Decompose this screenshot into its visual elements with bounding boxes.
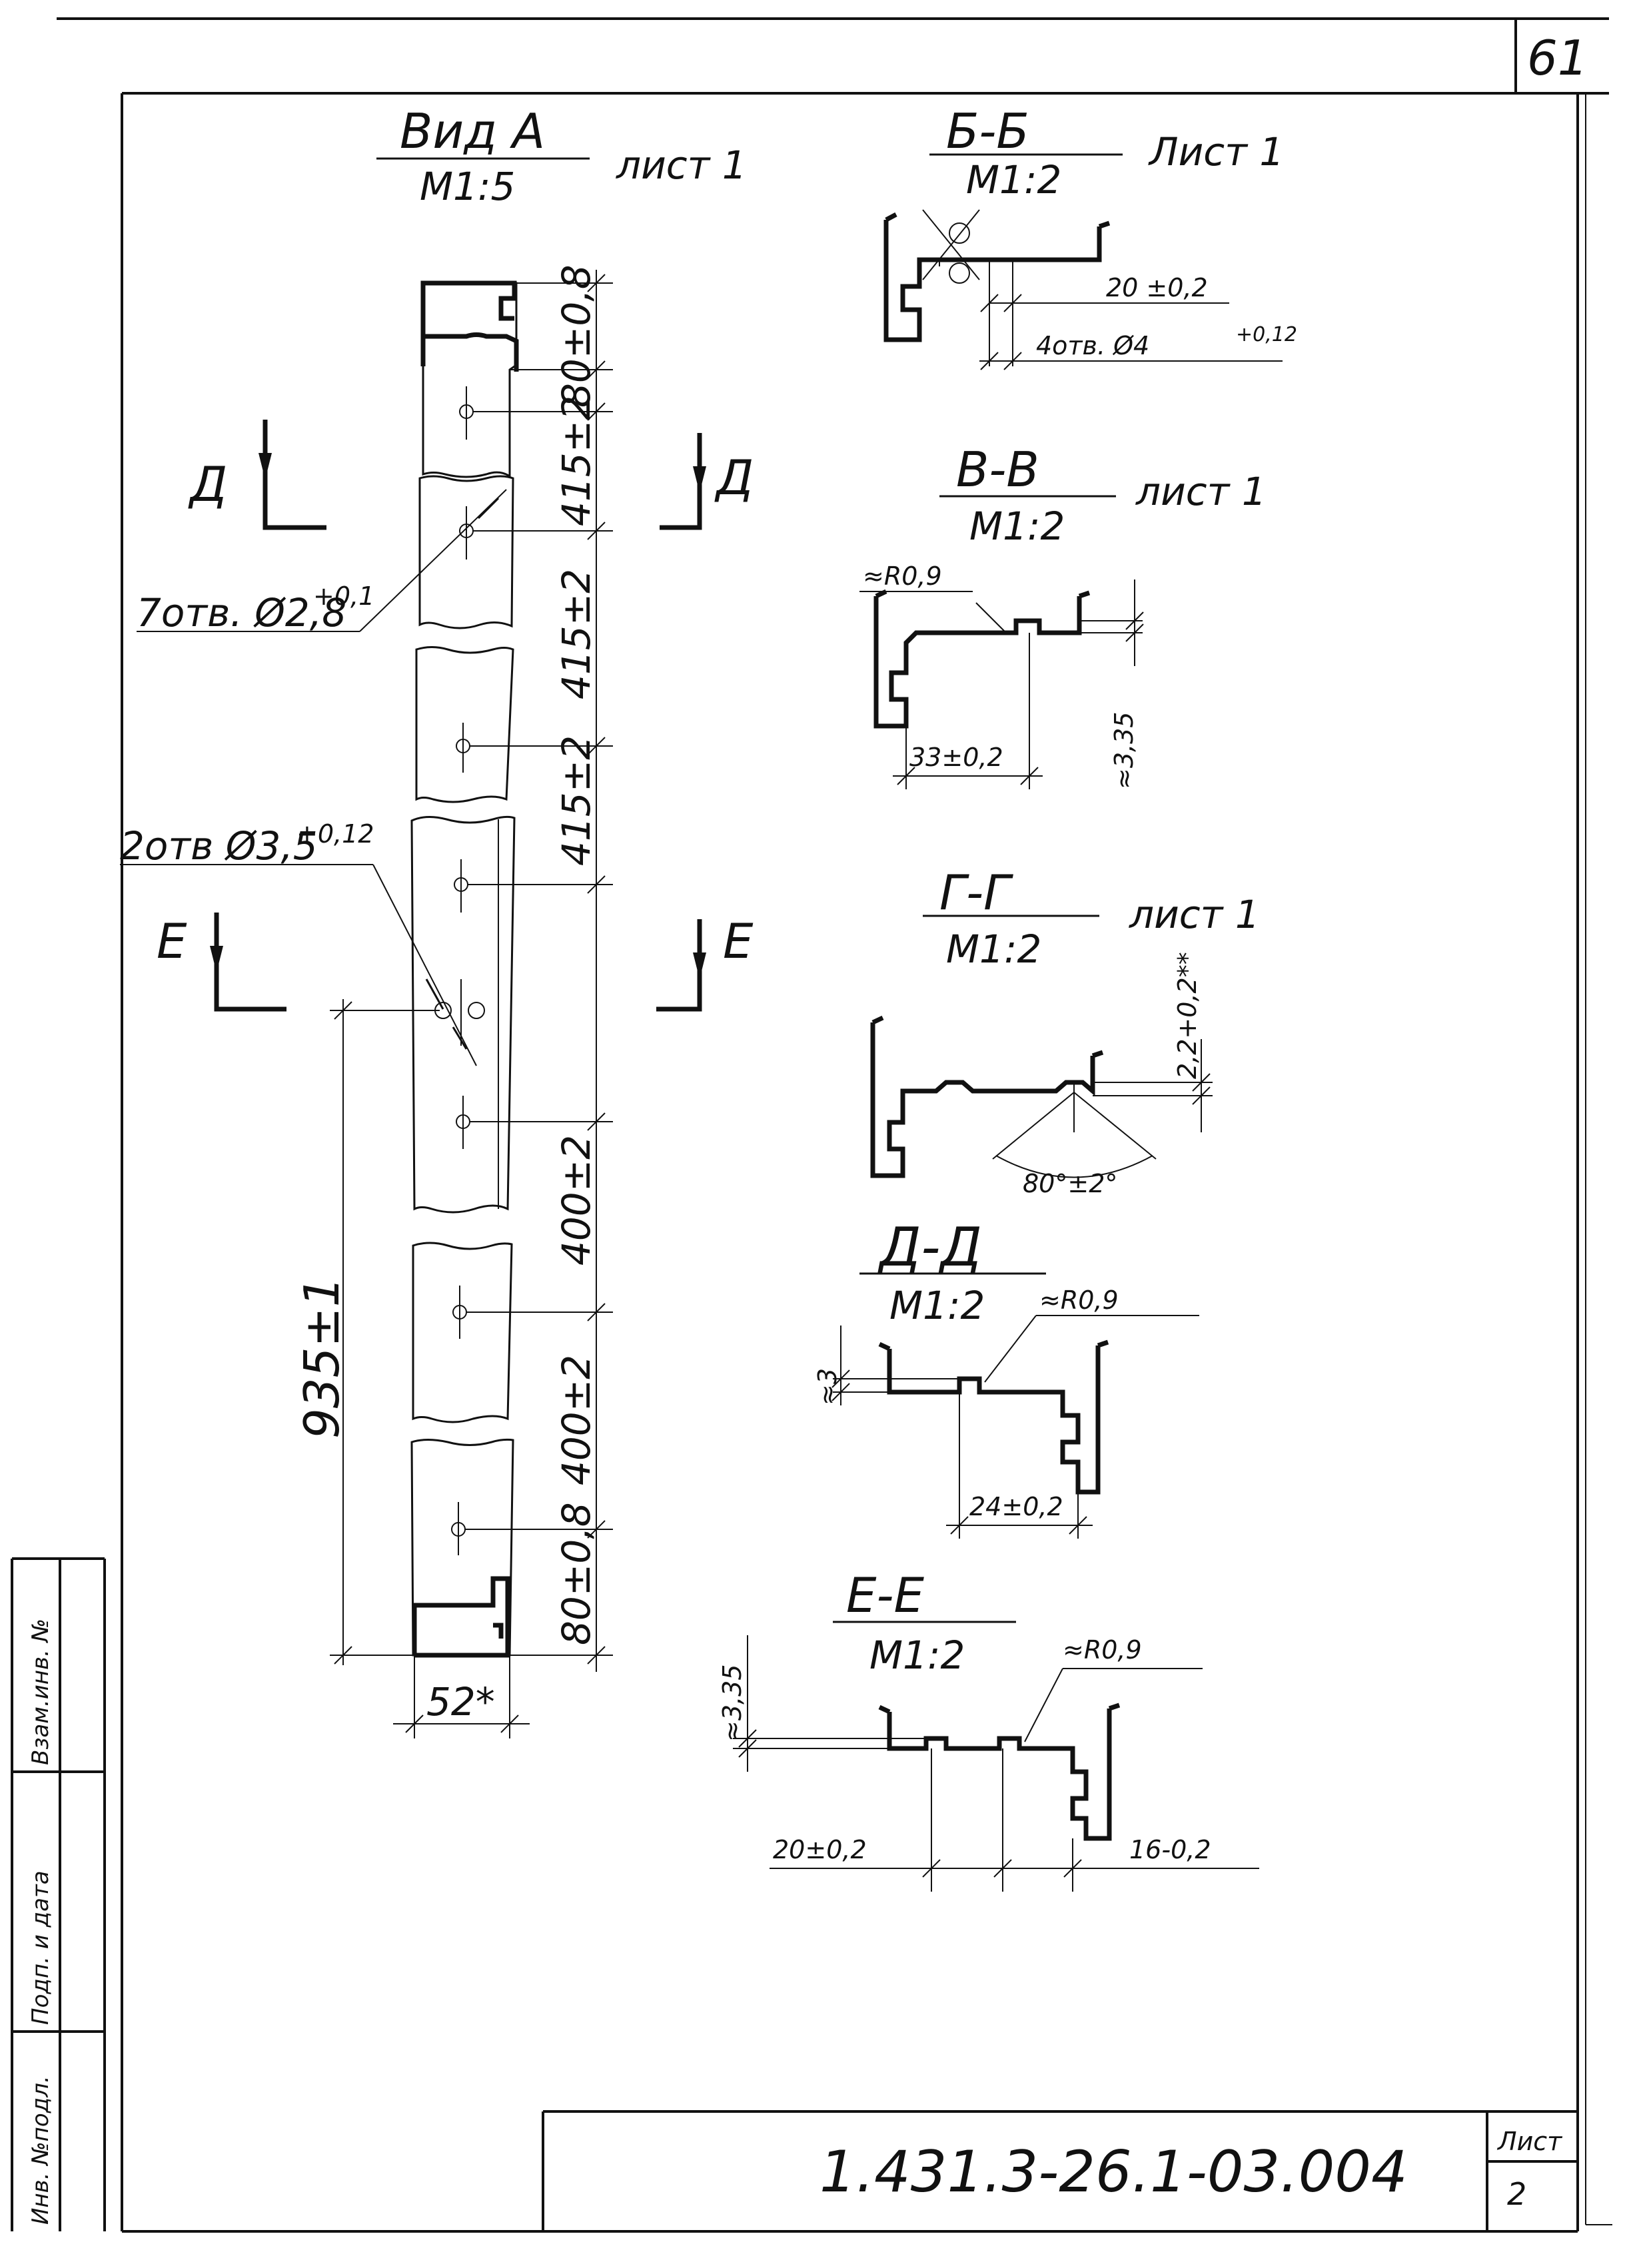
dim-bb-pitch: 20 ±0,2: [1106, 273, 1208, 302]
dim-bottom-end: 80±0,8: [554, 1502, 599, 1645]
section-ee-profile: [733, 1635, 1259, 1892]
section-gg-scale: М1:2: [946, 927, 1041, 972]
cut-markers: [210, 420, 706, 1012]
stamp-inv-original: Инв. №подл.: [27, 2076, 54, 2225]
dim-ee-radius: ≈R0,9: [1063, 1635, 1142, 1665]
drawing-designation: 1.431.3-26.1-03.004: [819, 2139, 1408, 2205]
cut-marker-e-left: Е: [157, 913, 187, 969]
stamp-signature-date: Подп. и дата: [27, 1870, 54, 2025]
section-gg-profile: [870, 1015, 1213, 1178]
section-dd-scale: М1:2: [889, 1283, 985, 1328]
dim-ee-end: 16-0,2: [1129, 1835, 1211, 1864]
dim-ee-pitch: 20±0,2: [773, 1835, 867, 1864]
sheet-label: Лист: [1496, 2127, 1563, 2156]
section-bb-profile: [883, 209, 1283, 370]
title-block: [542, 2110, 1578, 2231]
section-gg-sheet-ref: лист 1: [1129, 892, 1260, 937]
view-a-width-dimension: [393, 1655, 530, 1738]
dim-gg-height: 2,2+0,2**: [1173, 952, 1202, 1079]
left-stamp: [11, 1557, 106, 2231]
stamp-replacement-inv: Взам.инв. №: [27, 1619, 54, 1765]
note-large-holes-tol: +0,12: [296, 819, 374, 849]
dim-step-2: 415±2: [554, 569, 599, 699]
dim-gg-angle: 80°±2°: [1023, 1169, 1117, 1198]
view-a-title: Вид А: [400, 103, 545, 159]
dim-step-5: 400±2: [554, 1355, 599, 1485]
dim-step-3: 415±2: [554, 735, 599, 866]
note-large-holes: 2отв Ø3,5: [120, 823, 318, 869]
section-vv-title: В-В: [956, 442, 1039, 498]
dim-ee-height: ≈3,35: [718, 1665, 747, 1742]
sheet-frame: [57, 17, 1612, 2233]
dim-step-1: 415±2: [554, 396, 599, 526]
dim-dd-height: ≈3: [813, 1368, 842, 1405]
hole-callouts: [120, 489, 507, 1066]
dim-bb-holes: 4отв. Ø4: [1036, 331, 1149, 360]
section-bb-sheet-ref: Лист 1: [1148, 129, 1284, 175]
section-dd-title: Д-Д: [877, 1216, 982, 1278]
section-bb-title: Б-Б: [946, 103, 1029, 159]
hole-large: [468, 1002, 485, 1019]
dim-overall-length: 935±1: [294, 1276, 350, 1439]
dim-width: 52*: [426, 1679, 495, 1724]
dim-dd-radius: ≈R0,9: [1039, 1286, 1119, 1315]
dim-vv-radius: ≈R0,9: [863, 562, 942, 591]
cut-marker-d-right: Д: [714, 450, 754, 506]
view-a-holes: [434, 386, 485, 1555]
section-gg-title: Г-Г: [939, 865, 1013, 921]
section-ee-scale: М1:2: [869, 1633, 965, 1678]
section-ee-title: Е-Е: [846, 1567, 924, 1623]
view-a-overall-dimension: [330, 999, 440, 1665]
dim-dd-offset: 24±0,2: [969, 1492, 1063, 1521]
cut-marker-d-left: Д: [188, 456, 227, 512]
section-bb-scale: М1:2: [966, 157, 1061, 202]
sheet-page-value: 2: [1507, 2176, 1526, 2212]
section-vv-profile: [859, 579, 1144, 789]
view-a-sheet-ref: лист 1: [616, 143, 747, 188]
cut-marker-e-right: Е: [723, 913, 754, 969]
view-a-dimension-chain: [465, 270, 613, 1672]
dim-vv-height: ≈3,35: [1109, 712, 1139, 789]
section-dd-profile: [831, 1315, 1199, 1539]
dim-step-4: 400±2: [554, 1135, 599, 1266]
note-small-holes: 7отв. Ø2,8: [137, 590, 346, 635]
section-vv-sheet-ref: лист 1: [1135, 469, 1267, 514]
sheet-number: 61: [1527, 30, 1588, 86]
section-vv-scale: М1:2: [969, 504, 1065, 549]
note-small-holes-tol: +0,1: [313, 581, 374, 611]
view-a-scale: М1:5: [420, 164, 515, 209]
dim-top-end: 80±0,8: [554, 264, 599, 408]
dim-vv-offset: 33±0,2: [909, 743, 1003, 772]
dim-bb-holes-tol: +0,12: [1236, 323, 1297, 346]
